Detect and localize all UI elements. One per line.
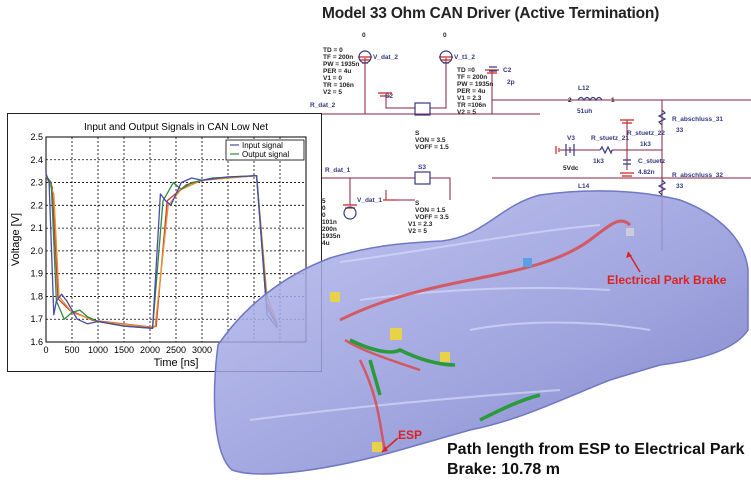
x-tick-label: 2000 [140,345,160,355]
esp-label: ESP [398,428,423,442]
param: TF = 200n [323,54,353,61]
c2-value: 2p [507,79,515,86]
y-tick-label: 1.8 [30,291,43,301]
param: PER = 4u [323,68,351,75]
gnd-label: 0 [443,32,447,39]
x-tick-label: 1000 [88,345,108,355]
source-label: V_t1_2 [454,54,475,61]
y-tick-label: 1.7 [30,314,43,324]
param: TR = 106n [323,82,354,89]
switch-label: S3 [418,164,426,171]
l12-label: L12 [578,85,590,92]
legend-box [225,139,305,161]
r-abschluss-31-label: R_abschluss_31 [672,116,723,123]
param: 5 [322,198,326,205]
param: 200n [322,226,337,233]
pin-label: 2 [568,97,572,104]
r-abschluss-32-value: 33 [676,183,684,190]
y-tick-label: 2.1 [30,223,43,233]
param: V2 = 5 [323,89,342,96]
c-stuetz-value: 4.82n [638,169,655,176]
switch-label: S2 [385,93,393,100]
param: 101n [322,219,337,226]
r-stuetz-22-label: R_stuetz_22 [627,130,665,137]
param: S [415,130,420,137]
param: VOFF = 1.5 [415,144,449,151]
y-tick-label: 2.5 [30,132,43,142]
param: VOFF = 3.5 [415,214,449,221]
param: S [415,200,420,207]
path-length-caption: Path length from ESP to Electrical Park … [447,440,747,480]
param: V1 = 2.3 [457,95,482,102]
r-abschluss-31-value: 33 [676,127,684,134]
x-tick-label: 3000 [192,345,212,355]
x-axis-label: Time [ns] [154,357,199,369]
x-tick-label: 0 [43,345,48,355]
param: V1 = 0 [323,75,342,82]
path-length-line-1: Path length from ESP to Electrical Park [447,441,745,458]
y-tick-label: 2.2 [30,200,43,210]
source-label: V_dat_2 [373,54,398,61]
param: 0 [322,212,326,219]
r-stuetz-21-value: 1k3 [593,158,604,165]
car-body [213,190,749,475]
y-tick-label: 1.6 [30,337,43,347]
param: 0 [322,205,326,212]
v3-value: 5Vdc [563,165,579,172]
param: TF = 200n [457,74,487,81]
pin-label: 1 [611,97,615,104]
y-axis-label: Voltage [V] [10,213,22,266]
chart-title: Input and Output Signals in CAN Low Net [84,122,268,133]
r-abschluss-32-label: R_abschluss_32 [672,172,723,179]
y-tick-label: 2.0 [30,246,43,256]
param: VON = 3.5 [415,137,446,144]
param: V2 = 5 [457,109,476,116]
param: VON = 1.5 [415,207,446,214]
figure-title: Model 33 Ohm CAN Driver (Active Terminat… [322,5,660,22]
param: V1 = 2.3 [408,221,433,228]
c-stuetz-label: C_stuetz [638,158,666,165]
param: V2 = 5 [408,228,427,235]
y-tick-label: 2.4 [30,155,43,165]
r-dat-1-label: R_dat_1 [325,167,351,174]
x-tick-label: 500 [64,345,79,355]
y-tick-label: 2.3 [30,178,43,188]
v3-label: V3 [567,135,575,142]
param: PER = 4u [457,88,485,95]
param: 4u [322,240,330,247]
y-tick-label: 1.9 [30,269,43,279]
series-line [45,173,278,329]
r-stuetz-21-label: R_stuetz_21 [591,135,629,142]
param: PW = 1935n [457,81,493,88]
source-label: V_dat_1 [357,197,382,204]
path-length-line-2: Brake: 10.78 m [447,461,560,478]
r-stuetz-22-value: 1k3 [640,141,651,148]
param: TR =106n [457,102,486,109]
l12-value: 51uh [577,108,592,115]
c2-label: C2 [503,67,512,74]
param: TD =0 [457,67,475,74]
legend-entry: Input signal [242,141,283,150]
param: TD = 0 [323,47,343,54]
r-dat-2-label: R_dat_2 [310,102,336,109]
gnd-label: 0 [362,32,366,39]
param: 1935n [322,233,340,240]
x-tick-label: 1500 [114,345,134,355]
param: PW = 1935n [323,61,359,68]
x-tick-label: 2500 [166,345,186,355]
l14-label: L14 [578,183,590,190]
electrical-park-brake-label: Electrical Park Brake [607,273,727,287]
legend-entry: Output signal [242,150,289,159]
